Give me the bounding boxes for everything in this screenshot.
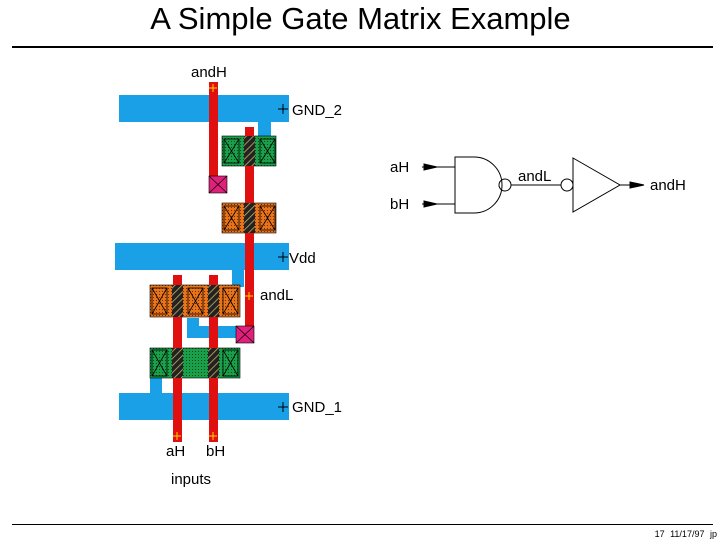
logic-schematic [422, 156, 645, 214]
pdiff-row [149, 284, 241, 318]
arrow-andh-icon [629, 181, 645, 189]
nand-gate-symbol [454, 156, 503, 214]
layout-label-andh: andH [191, 64, 227, 81]
gate-5 [172, 348, 183, 378]
layout-label-gnd2: GND_2 [292, 102, 342, 119]
footer: 17 11/17/97 jp [652, 529, 717, 539]
metal-wire-low [150, 378, 162, 393]
gnd1-rail [119, 393, 289, 420]
nand-bubble [498, 178, 512, 192]
gate-2 [244, 203, 255, 233]
schematic-label-andh: andH [650, 177, 686, 194]
metal-wire-mid [232, 270, 244, 287]
layout-label-andl: andL [260, 287, 293, 304]
schematic-label-bh: bH [390, 196, 409, 213]
inverter-bubble [560, 178, 574, 192]
poly-contacts [208, 175, 255, 344]
layout-label-bh: bH [206, 443, 225, 460]
gate-1 [244, 136, 255, 166]
layout-label-vdd: Vdd [289, 250, 316, 267]
ndiff-row [149, 347, 241, 379]
title-divider [12, 46, 713, 48]
gate-matrix-layout: andH GND_2 Vdd andL GND_1 aH bH inputs [115, 64, 342, 488]
gnd2-rail [119, 95, 289, 122]
page-title: A Simple Gate Matrix Example [150, 1, 571, 36]
metal-wire-top [258, 122, 271, 138]
layout-label-inputs: inputs [171, 471, 211, 488]
footer-author: jp [709, 529, 717, 539]
inverter-symbol [572, 157, 622, 213]
diffusion-contacts [151, 138, 276, 377]
schematic-label-andl: andL [518, 168, 551, 185]
footer-divider [12, 524, 713, 525]
rail-markers [278, 104, 288, 412]
vdd-rail [115, 243, 289, 270]
footer-page: 17 [654, 529, 665, 539]
poly-andh [209, 82, 218, 193]
gate-3 [172, 285, 183, 317]
arrow-ah-icon [423, 163, 438, 171]
schematic-label-ah: aH [390, 159, 409, 176]
arrow-bh-icon [423, 200, 438, 208]
gate-4 [208, 285, 219, 317]
gate-6 [208, 348, 219, 378]
layout-label-ah: aH [166, 443, 185, 460]
layout-label-gnd1: GND_1 [292, 399, 342, 416]
footer-date: 11/17/97 [670, 529, 705, 539]
terminal-markers [173, 84, 253, 440]
